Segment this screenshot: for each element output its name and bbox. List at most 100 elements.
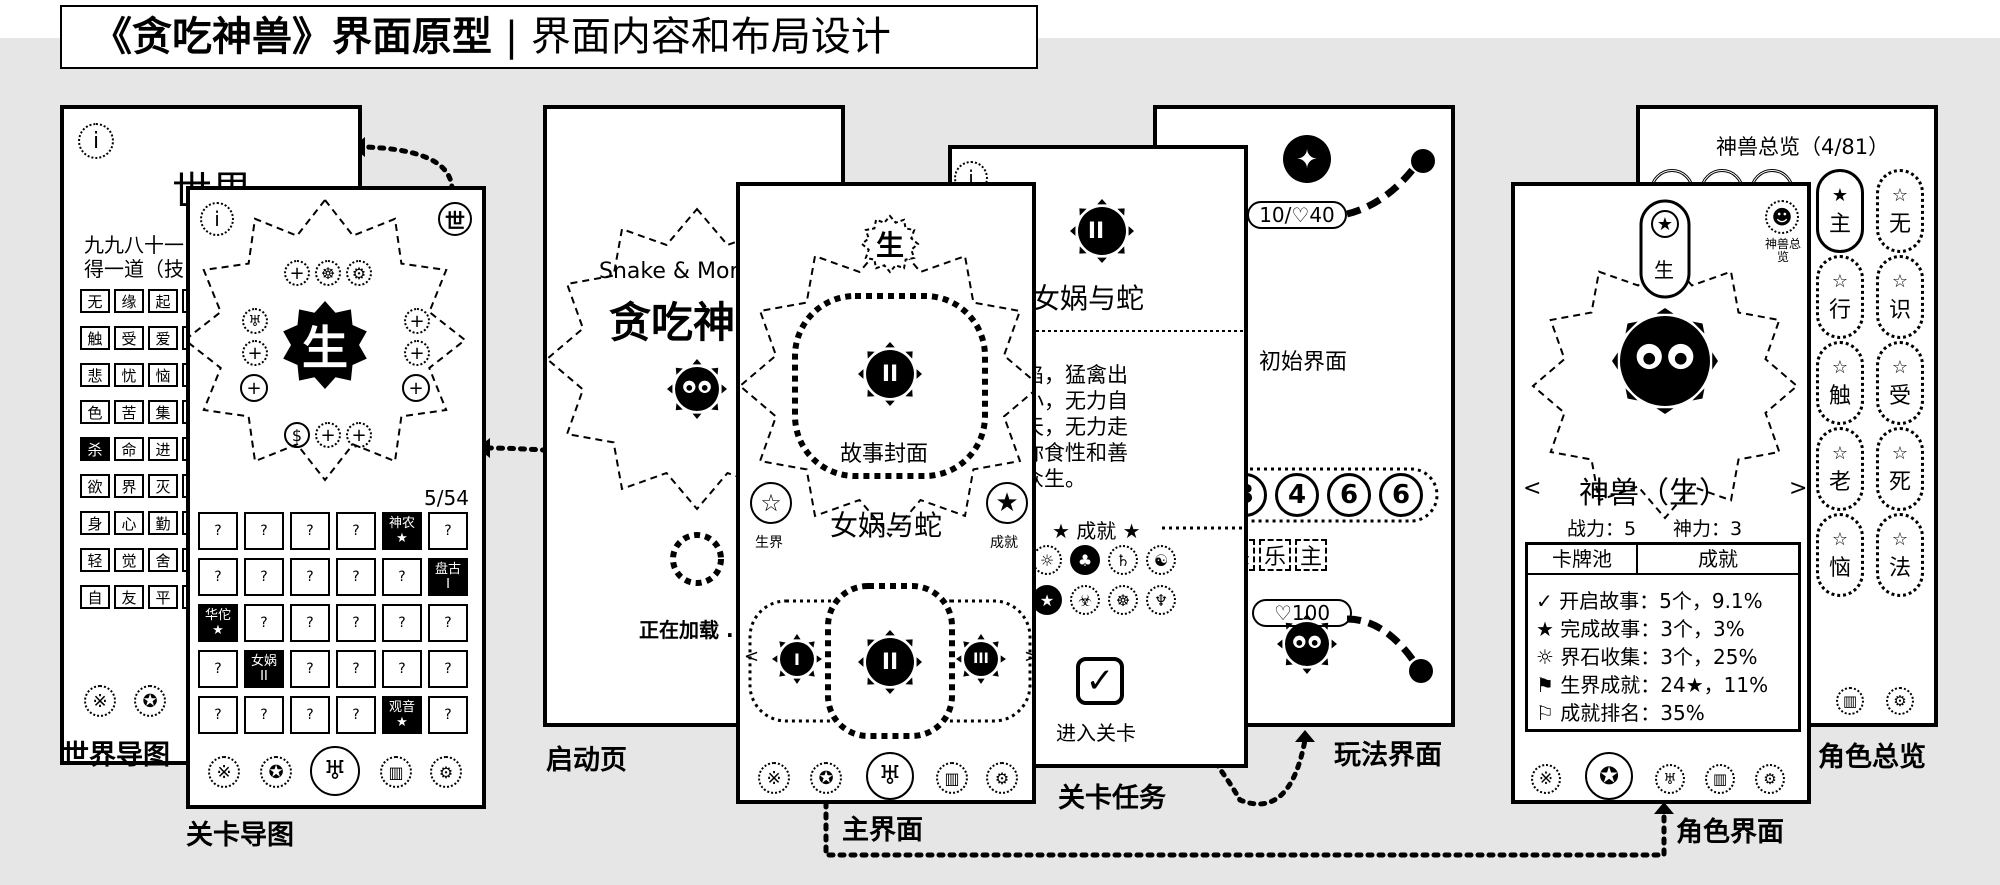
face-icon[interactable]: ☻ bbox=[1765, 200, 1799, 234]
node-plus-icon[interactable]: + bbox=[404, 340, 430, 366]
achievement-icon[interactable]: ★ bbox=[986, 482, 1028, 524]
level-2-label[interactable]: II bbox=[881, 649, 899, 675]
level-cell[interactable]: ? bbox=[290, 558, 330, 596]
node-plus-icon[interactable]: + bbox=[242, 340, 268, 366]
overview-slot[interactable]: ☆无 bbox=[1876, 169, 1924, 253]
world-grid-cell[interactable]: 受 bbox=[114, 326, 144, 350]
node-gear-icon[interactable]: ⚙ bbox=[346, 260, 372, 286]
cards-icon[interactable]: ▥ bbox=[936, 762, 968, 794]
level-cell[interactable]: ? bbox=[336, 696, 376, 734]
level-3-label[interactable]: III bbox=[973, 651, 989, 667]
level-cell[interactable]: ? bbox=[428, 512, 468, 550]
world-grid-cell[interactable]: 恼 bbox=[148, 363, 178, 387]
level-cell[interactable]: ? bbox=[382, 558, 422, 596]
level-cell[interactable]: ? bbox=[382, 650, 422, 688]
level-cell[interactable]: ? bbox=[336, 650, 376, 688]
world-grid-cell[interactable]: 勤 bbox=[148, 511, 178, 535]
world-grid-cell[interactable]: 触 bbox=[80, 326, 110, 350]
star-icon[interactable]: ✪ bbox=[810, 762, 842, 794]
star-home-icon[interactable]: ✪ bbox=[1585, 752, 1633, 800]
mandala-icon[interactable]: ※ bbox=[84, 685, 116, 717]
tab-achievement[interactable]: 成就 bbox=[1638, 545, 1798, 575]
world-grid-cell[interactable]: 苦 bbox=[114, 400, 144, 424]
uranus-home-icon[interactable]: ♅ bbox=[866, 752, 914, 800]
world-grid-cell[interactable]: 进 bbox=[148, 437, 178, 461]
overview-slot[interactable]: ☆法 bbox=[1876, 513, 1924, 597]
node-plus-icon[interactable]: + bbox=[284, 260, 310, 286]
level-cell[interactable]: ? bbox=[336, 512, 376, 550]
overview-slot[interactable]: ☆老 bbox=[1816, 427, 1864, 511]
world-grid-cell[interactable]: 界 bbox=[114, 474, 144, 498]
node-plus-icon[interactable]: + bbox=[346, 422, 372, 448]
world-grid-cell[interactable]: 舍 bbox=[148, 548, 178, 572]
settings-icon[interactable]: ⚙ bbox=[1886, 687, 1914, 715]
cards-icon[interactable]: ▥ bbox=[1705, 764, 1735, 794]
world-grid-cell[interactable]: 爱 bbox=[148, 326, 178, 350]
overview-slot[interactable]: ☆触 bbox=[1816, 341, 1864, 425]
level-cell[interactable]: ? bbox=[428, 604, 468, 642]
info-icon[interactable]: i bbox=[200, 202, 234, 236]
world-grid-cell[interactable]: 忧 bbox=[114, 363, 144, 387]
mandala-icon[interactable]: ※ bbox=[758, 762, 790, 794]
level-cell[interactable]: ? bbox=[336, 604, 376, 642]
level-cell[interactable]: ? bbox=[290, 512, 330, 550]
level-cell[interactable]: 盘古 I bbox=[428, 558, 468, 596]
tile[interactable]: 主 bbox=[1295, 539, 1327, 571]
overview-slot[interactable]: ☆受 bbox=[1876, 341, 1924, 425]
level-cell[interactable]: ? bbox=[198, 512, 238, 550]
level-cell[interactable]: ? bbox=[336, 558, 376, 596]
overview-slot[interactable]: ☆恼 bbox=[1816, 513, 1864, 597]
prev-arrow[interactable]: < bbox=[744, 646, 760, 667]
level-cell[interactable]: ? bbox=[290, 696, 330, 734]
level-cell[interactable]: 观音 ★ bbox=[382, 696, 422, 734]
next-arrow[interactable]: > bbox=[1789, 476, 1808, 501]
node-plus-icon[interactable]: + bbox=[240, 374, 268, 402]
world-grid-cell[interactable]: 自 bbox=[80, 585, 110, 609]
world-grid-cell[interactable]: 集 bbox=[148, 400, 178, 424]
level-cell[interactable]: 女娲 II bbox=[244, 650, 284, 688]
world-grid-cell[interactable]: 欲 bbox=[80, 474, 110, 498]
node-plus-icon[interactable]: + bbox=[404, 308, 430, 334]
next-arrow[interactable]: > bbox=[1024, 646, 1032, 667]
cards-icon[interactable]: ▥ bbox=[380, 756, 412, 788]
node-plus-icon[interactable]: + bbox=[402, 374, 430, 402]
world-grid-cell[interactable]: 觉 bbox=[114, 548, 144, 572]
world-grid-cell[interactable]: 身 bbox=[80, 511, 110, 535]
level-cell[interactable]: ? bbox=[428, 696, 468, 734]
info-icon[interactable]: i bbox=[78, 123, 114, 159]
world-grid-cell[interactable]: 命 bbox=[114, 437, 144, 461]
world-grid-cell[interactable]: 心 bbox=[114, 511, 144, 535]
tile[interactable]: 乐 bbox=[1259, 539, 1291, 571]
level-cell[interactable]: ? bbox=[428, 650, 468, 688]
mandala-icon[interactable]: ※ bbox=[1531, 764, 1561, 794]
level-cell[interactable]: 神农 ★ bbox=[382, 512, 422, 550]
overview-slot[interactable]: ☆行 bbox=[1816, 255, 1864, 339]
overview-slot[interactable]: ☆识 bbox=[1876, 255, 1924, 339]
uranus-home-icon[interactable]: ♅ bbox=[310, 746, 360, 796]
level-cell[interactable]: ? bbox=[382, 604, 422, 642]
level-cell[interactable]: ? bbox=[244, 558, 284, 596]
number-token[interactable]: 6 bbox=[1327, 473, 1371, 517]
world-grid-cell[interactable]: 色 bbox=[80, 400, 110, 424]
node-uranus-icon[interactable]: ♅ bbox=[242, 308, 268, 334]
level-1-label[interactable]: I bbox=[794, 649, 800, 669]
number-token[interactable]: 6 bbox=[1379, 473, 1423, 517]
world-button[interactable]: 世 bbox=[438, 202, 472, 236]
level-cell[interactable]: ? bbox=[198, 696, 238, 734]
level-cell[interactable]: ? bbox=[244, 512, 284, 550]
overview-slot[interactable]: ☆死 bbox=[1876, 427, 1924, 511]
overview-slot[interactable]: ★主 bbox=[1816, 169, 1864, 253]
world-grid-cell[interactable]: 悲 bbox=[80, 363, 110, 387]
level-cell[interactable]: ? bbox=[198, 558, 238, 596]
world-grid-cell[interactable]: 缘 bbox=[114, 289, 144, 313]
world-grid-cell[interactable]: 灭 bbox=[148, 474, 178, 498]
level-cell[interactable]: ? bbox=[244, 604, 284, 642]
overview-label[interactable]: 神兽总览 bbox=[1765, 237, 1802, 264]
world-grid-cell[interactable]: 杀 bbox=[80, 437, 110, 461]
world-star-icon[interactable]: ☆ bbox=[750, 482, 792, 524]
node-wheel-icon[interactable]: ☸ bbox=[315, 260, 341, 286]
uranus-icon[interactable]: ♅ bbox=[1655, 764, 1685, 794]
settings-icon[interactable]: ⚙ bbox=[986, 762, 1018, 794]
level-cell[interactable]: 华佗 ★ bbox=[198, 604, 238, 642]
settings-icon[interactable]: ⚙ bbox=[1755, 764, 1785, 794]
